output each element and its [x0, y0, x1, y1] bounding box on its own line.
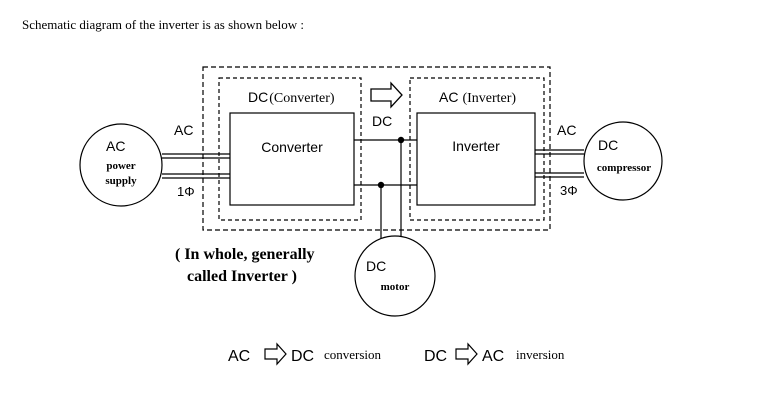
inverter-block-label: Inverter [452, 138, 500, 154]
ac-inverter-label: AC(Inverter) [439, 89, 516, 106]
ac-input-label: AC [174, 122, 193, 138]
legend-inversion-from: DC [424, 348, 447, 365]
power-supply-ac-label: AC [106, 138, 125, 154]
legend-conversion-word: conversion [324, 347, 382, 362]
inverter-section [409, 77, 545, 221]
compressor-label: compressor [597, 162, 651, 174]
power-supply-label-line1: power [106, 160, 135, 172]
ac-output-label: AC [557, 122, 576, 138]
legend-inversion-word: inversion [516, 347, 565, 362]
single-phase-label: 1Φ [177, 184, 195, 199]
direction-arrow-icon [370, 81, 403, 109]
legend-arrow-inversion-icon [455, 342, 478, 366]
motor-dc-label: DC [366, 258, 386, 274]
inverter-enclosure [202, 66, 551, 231]
motor-label: motor [381, 281, 410, 293]
compressor-dc-label: DC [598, 137, 618, 153]
inverter-block [416, 112, 536, 206]
legend-conversion-to: DC [291, 348, 314, 365]
legend-arrow-conversion-icon [264, 342, 287, 366]
page-heading: Schematic diagram of the inverter is as … [22, 17, 304, 32]
power-supply-circle [79, 123, 163, 207]
three-phase-label: 3Φ [560, 183, 578, 198]
motor-circle [354, 235, 436, 317]
converter-section [218, 77, 362, 221]
legend-conversion-from: AC [228, 348, 250, 365]
converter-block [229, 112, 355, 206]
note-line-1: ( In whole, generally [175, 246, 315, 263]
converter-block-label: Converter [261, 139, 323, 155]
legend-inversion-to: AC [482, 348, 504, 365]
note-line-2: called Inverter ) [187, 268, 297, 285]
dc-converter-label: DC(Converter) [248, 89, 335, 106]
compressor-circle [583, 121, 663, 201]
dc-link-label: DC [372, 113, 392, 129]
power-supply-label-line2: supply [105, 175, 137, 187]
